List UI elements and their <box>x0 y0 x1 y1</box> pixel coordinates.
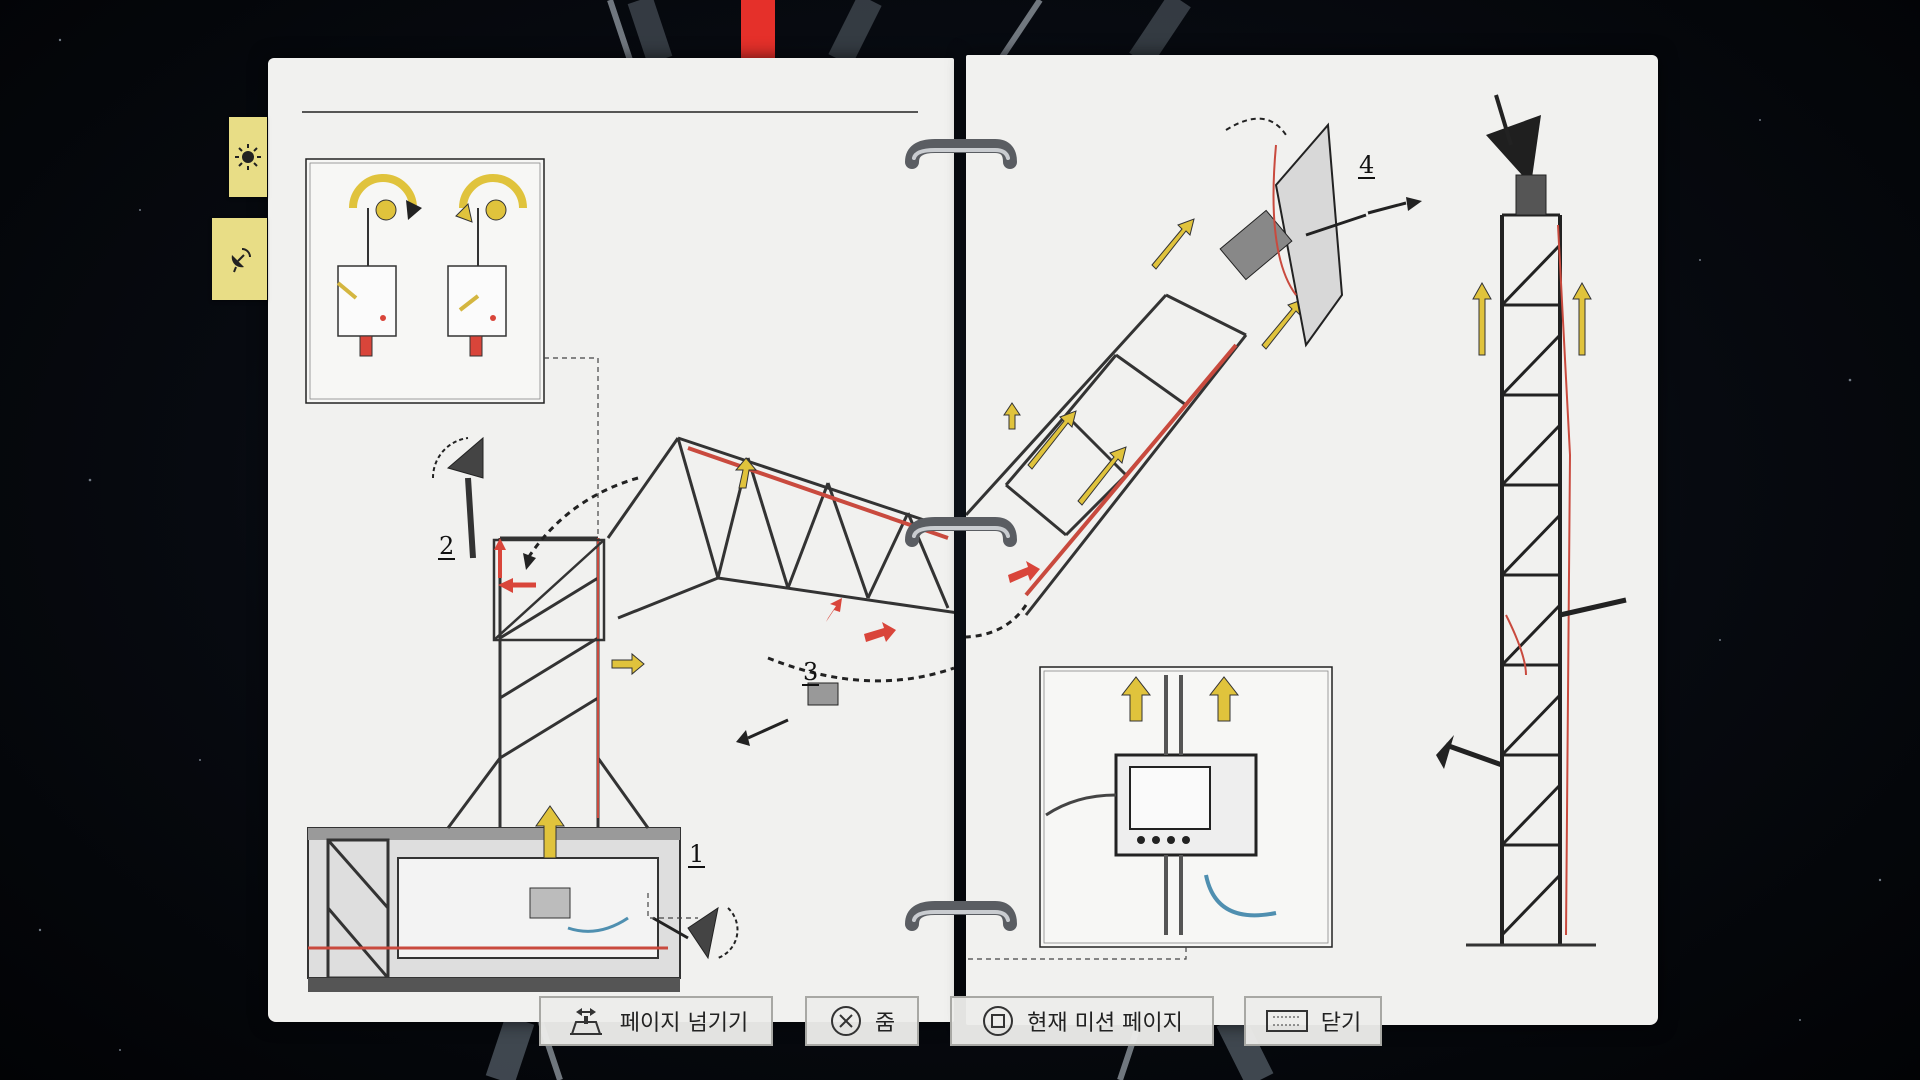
zoom-label: 줌 <box>874 1011 896 1036</box>
close-label: 닫기 <box>1320 1011 1362 1036</box>
touchpad-swipe-icon <box>564 1004 608 1038</box>
current-mission-page-button[interactable]: 현재 미션 페이지 <box>950 996 1214 1046</box>
upper-truss-arm <box>966 293 1248 616</box>
step-label-3: 3 <box>802 658 820 686</box>
sun-icon <box>235 144 261 170</box>
antenna-arm-diagram <box>302 111 954 992</box>
step-label-2: 2 <box>438 532 456 560</box>
tower-dish-diagram <box>966 94 1627 960</box>
switch-box-a <box>336 174 422 357</box>
zoom-button[interactable]: 줌 <box>805 996 919 1046</box>
main-dish-4 <box>1219 117 1422 348</box>
current-mission-page-label: 현재 미션 페이지 <box>1027 1011 1183 1036</box>
close-button[interactable]: 닫기 <box>1244 996 1382 1046</box>
touchpad-icon <box>1265 1007 1309 1035</box>
small-dish-2 <box>431 436 484 559</box>
tab-sun[interactable] <box>229 117 267 197</box>
tab-satellite[interactable] <box>212 218 267 300</box>
page-turn-button[interactable]: 페이지 넘기기 <box>539 996 773 1046</box>
step-label-4: 4 <box>1358 151 1376 179</box>
step-label-1: 1 <box>688 840 706 868</box>
lower-mast <box>446 536 650 829</box>
connector-3 <box>736 682 839 746</box>
page-turn-label: 페이지 넘기기 <box>619 1011 749 1036</box>
truss-arm <box>606 436 954 620</box>
base-platform <box>307 827 681 992</box>
small-dish-1 <box>652 906 739 960</box>
control-console <box>1045 675 1277 935</box>
manual-left-page: 2 3 1 <box>268 58 954 1022</box>
switch-box-b <box>447 174 527 357</box>
tall-tower <box>1436 94 1627 947</box>
square-button-icon <box>981 1004 1015 1038</box>
cross-button-icon <box>829 1004 863 1038</box>
manual-right-page: 4 <box>966 55 1658 1025</box>
upper-frame <box>492 538 606 642</box>
red-bookmark <box>741 0 775 58</box>
satellite-dish-icon <box>231 248 251 273</box>
